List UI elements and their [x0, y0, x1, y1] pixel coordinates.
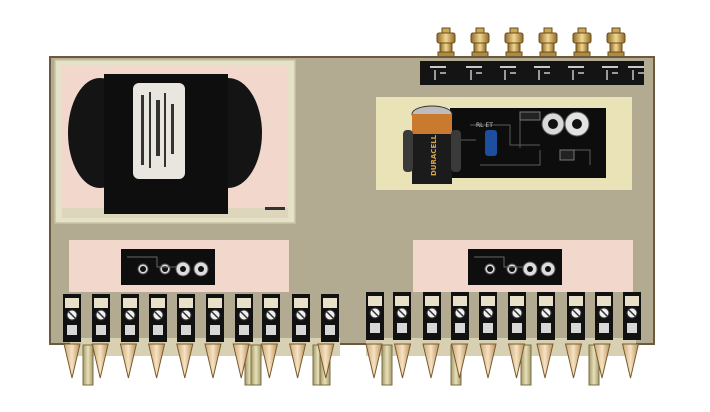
output-cones: [63, 343, 640, 379]
terminal-left-7: [235, 294, 253, 342]
output-cone-2: [91, 343, 109, 379]
terminal-left-1: [63, 294, 81, 342]
connector-6: [606, 27, 626, 59]
terminal-right-4: [451, 292, 469, 340]
output-cone-4: [147, 343, 166, 379]
connector-5: [572, 27, 592, 59]
output-cone-6: [204, 343, 222, 379]
terminal-right-2: [393, 292, 411, 340]
connector-3: [504, 27, 524, 59]
output-cone-5: [176, 343, 194, 379]
connector-header: [420, 61, 644, 85]
output-cone-10: [317, 343, 335, 379]
terminal-blocks: [63, 292, 641, 342]
terminal-right-6: [508, 292, 526, 340]
output-cone-11: [365, 343, 383, 379]
battery-pcb-module: RL ET DURACELL: [376, 97, 632, 190]
connector-2: [470, 27, 490, 59]
output-cone-8: [260, 343, 279, 379]
output-cone-7: [232, 343, 250, 379]
terminal-left-9: [292, 294, 310, 342]
connector-4: [538, 27, 558, 59]
terminal-right-3: [423, 292, 441, 340]
top-connectors: [436, 27, 626, 59]
terminal-right-7: [537, 292, 555, 340]
terminal-left-8: [262, 294, 280, 342]
output-cone-17: [536, 343, 554, 379]
terminal-left-5: [177, 294, 195, 342]
terminal-left-10: [321, 294, 339, 342]
output-cone-19: [593, 343, 611, 379]
transformer-module: [54, 59, 296, 224]
post-8: [250, 344, 262, 386]
terminal-right-5: [479, 292, 497, 340]
pcb-label: RL ET: [476, 122, 493, 129]
connector-header-marks: [430, 66, 644, 80]
terminal-left-2: [92, 294, 110, 342]
output-cone-1: [63, 343, 81, 379]
connector-1: [436, 27, 456, 59]
terminal-right-9: [595, 292, 613, 340]
terminal-left-4: [149, 294, 167, 342]
post-1: [82, 344, 94, 386]
terminal-right-10: [623, 292, 641, 340]
terminal-right-1: [366, 292, 384, 340]
output-cone-9: [288, 343, 307, 379]
output-cone-13: [422, 343, 440, 379]
battery-brand: DURACELL: [430, 134, 438, 176]
output-cone-18: [564, 343, 583, 379]
output-cone-14: [450, 343, 469, 379]
output-cone-16: [507, 343, 526, 379]
output-cone-20: [621, 343, 640, 379]
battery: DURACELL: [403, 105, 461, 184]
output-cone-12: [393, 343, 412, 379]
output-cone-3: [119, 343, 138, 379]
output-cone-15: [479, 343, 497, 379]
terminal-left-3: [121, 294, 139, 342]
post-6: [520, 344, 532, 386]
terminal-right-8: [567, 292, 585, 340]
post-4: [381, 344, 393, 386]
terminal-left-6: [206, 294, 224, 342]
